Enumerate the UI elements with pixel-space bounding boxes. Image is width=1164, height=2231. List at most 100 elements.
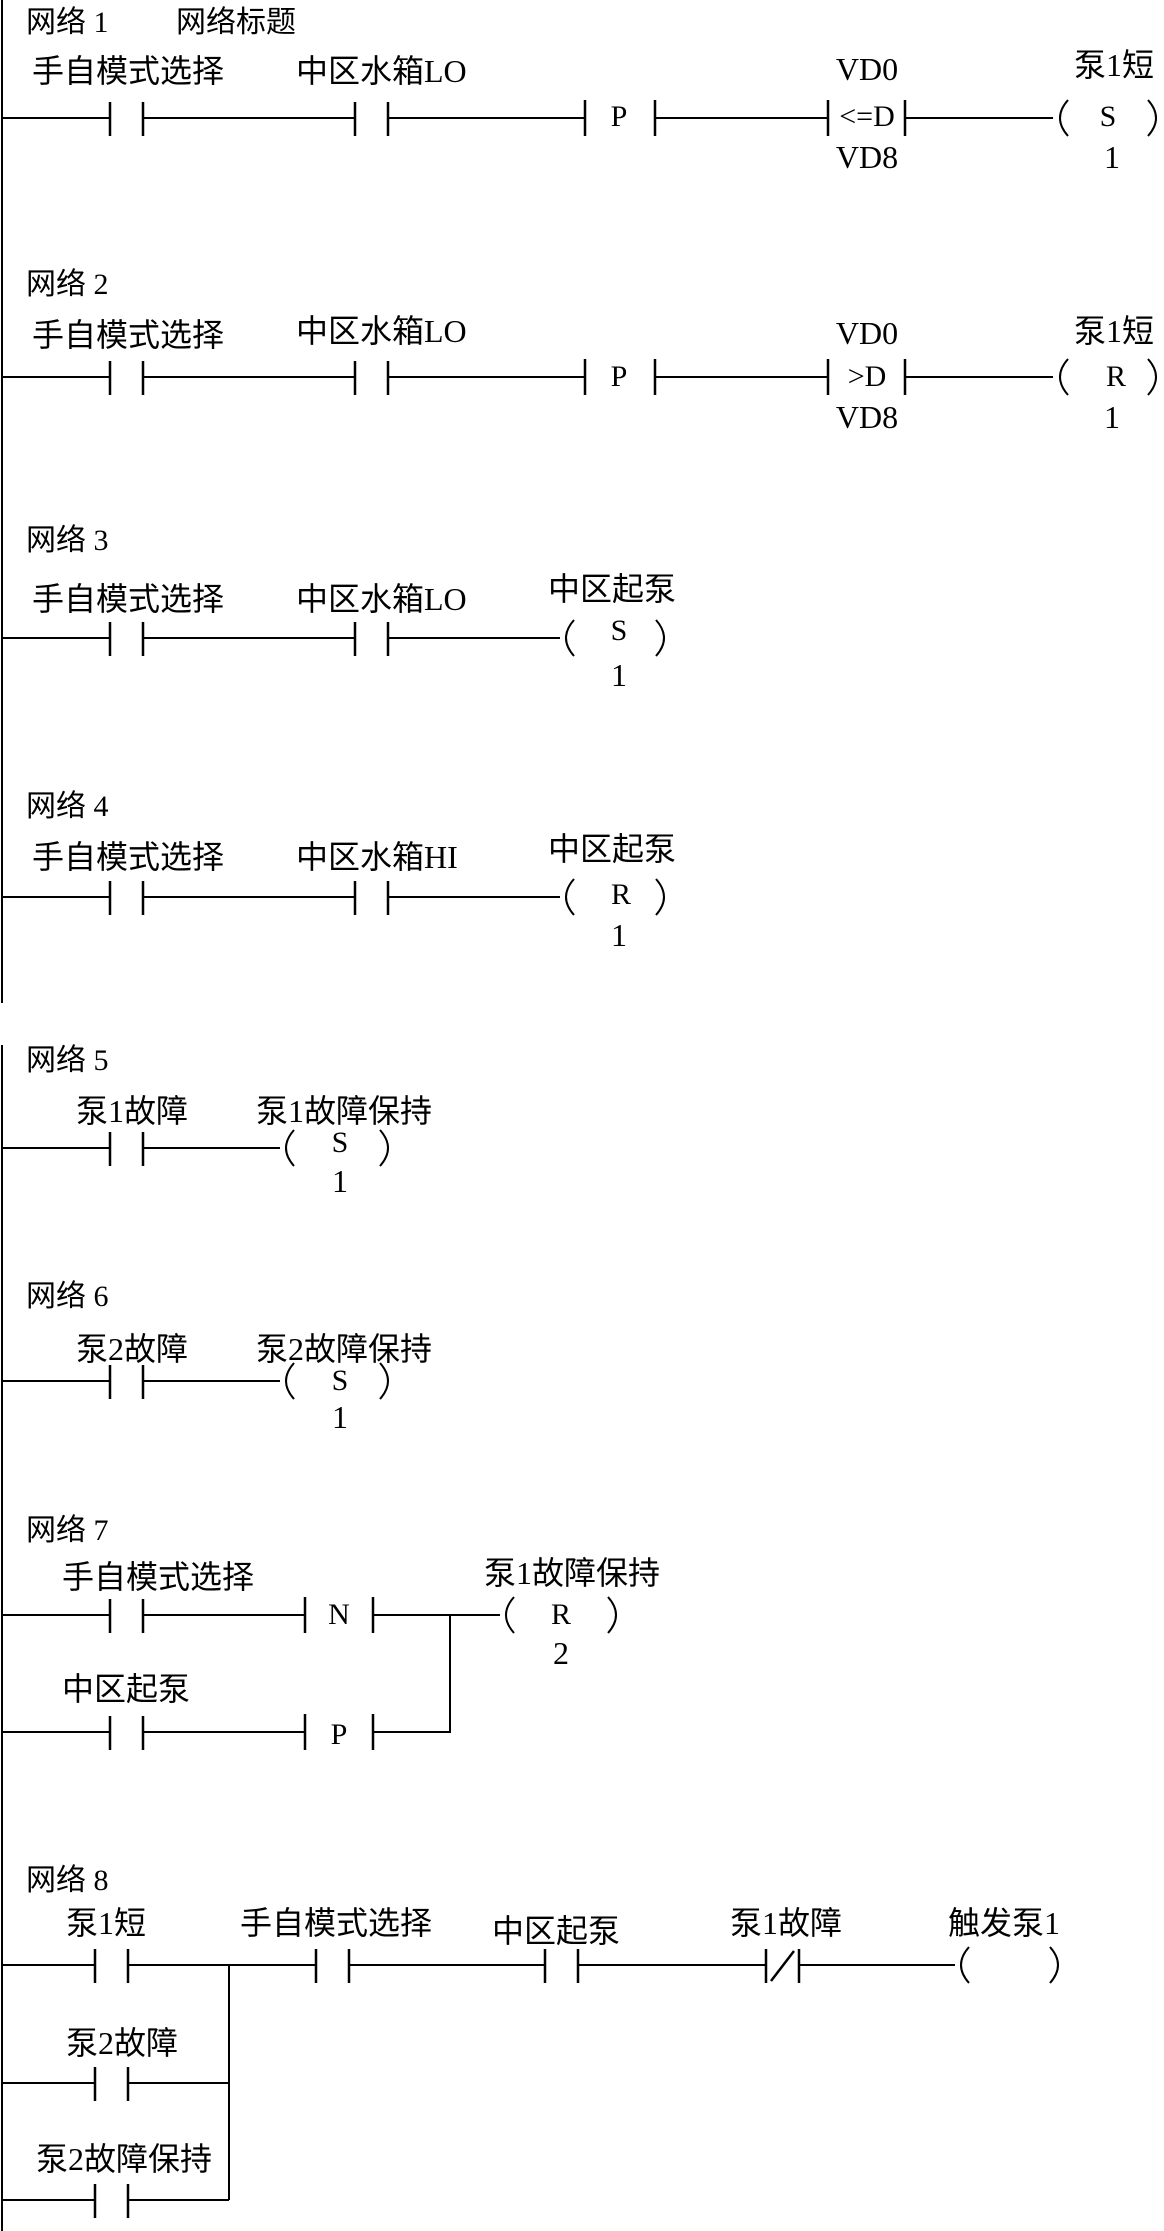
no-contact-icon [353,102,390,136]
contact-label: 手自模式选择 [32,839,224,875]
network-header: 网络 1 [26,6,109,39]
compare-operator: <=D [839,100,895,133]
compare-operand-top: VD0 [836,315,898,351]
no-contact-icon [93,1949,130,1983]
network-header: 网络 3 [26,524,109,557]
coil-type: S [332,1364,349,1397]
network-4: 网络 4 手自模式选择 中区水箱HI 中区起泵 R 1 [2,790,676,953]
coil-left-icon [960,1946,970,1984]
coil-right-icon [1147,358,1157,396]
coil-label: 泵1短 [1074,47,1154,83]
coil-right-icon [1049,1946,1059,1984]
coil-right-icon [655,878,665,916]
network-8: 网络 8 泵1短 手自模式选择 中区起泵 泵1故障 触发泵1 泵2故障 泵2故障… [2,1864,1060,2218]
network-6: 网络 6 泵2故障 泵2故障保持 S 1 [2,1280,432,1435]
p-box-label: P [331,1718,348,1751]
network-header: 网络 7 [26,1514,109,1547]
coil-type: S [611,614,628,647]
network-3: 网络 3 手自模式选择 中区水箱LO 中区起泵 S 1 [2,524,676,693]
network-header: 网络 6 [26,1280,109,1313]
coil-label: 泵1故障保持 [256,1093,432,1129]
coil-count: 1 [611,917,627,953]
compare-operand-bottom: VD8 [836,399,898,435]
coil-type: R [611,878,631,911]
no-contact-icon [108,881,145,915]
coil-type: R [1106,360,1126,393]
coil-count: 1 [611,657,627,693]
coil-left-icon [565,878,575,916]
contact-label: 中区水箱HI [296,839,458,875]
no-contact-icon [108,361,145,395]
network-header: 网络 5 [26,1044,109,1077]
contact-label: 中区水箱LO [296,581,467,617]
coil-label: 触发泵1 [948,1905,1060,1941]
network-header: 网络 4 [26,790,109,823]
contact-label: 泵2故障 [76,1331,188,1367]
network-header: 网络 8 [26,1864,109,1897]
branch-wire [2,1615,451,1733]
coil-left-icon [1059,99,1069,137]
contact-label: 手自模式选择 [240,1905,432,1941]
coil-right-icon [1147,99,1157,137]
compare-box-icon [826,100,907,136]
network-title: 网络标题 [176,6,296,39]
n-box-icon [303,1597,375,1633]
coil-left-icon [1059,358,1069,396]
no-contact-icon [108,1132,145,1166]
coil-label: 泵1故障保持 [484,1555,660,1591]
coil-label: 泵1短 [1074,313,1154,349]
contact-label: 中区起泵 [492,1913,620,1949]
coil-left-icon [565,619,575,657]
contact-label: 手自模式选择 [32,581,224,617]
contact-label: 泵1故障 [730,1905,842,1941]
p-box-icon [583,100,657,136]
coil-right-icon [379,1362,389,1400]
coil-count: 1 [1104,139,1120,175]
contact-label: 泵2故障保持 [36,2141,212,2177]
contact-label: 手自模式选择 [32,53,224,89]
coil-type: S [1100,100,1117,133]
contact-label: 中区起泵 [62,1671,190,1707]
n-box-label: N [328,1598,350,1631]
compare-box-icon [826,359,907,395]
compare-operand-bottom: VD8 [836,139,898,175]
contact-label: 手自模式选择 [32,317,224,353]
coil-left-icon [285,1129,295,1167]
coil-label: 中区起泵 [548,831,676,867]
p-box-label: P [611,360,628,393]
network-header: 网络 2 [26,268,109,301]
contact-label: 中区水箱LO [296,313,467,349]
compare-operator: >D [848,360,887,393]
contact-label: 泵1故障 [76,1093,188,1129]
coil-right-icon [379,1129,389,1167]
no-contact-icon [353,622,390,656]
coil-type: R [551,1598,571,1631]
contact-label: 手自模式选择 [62,1559,254,1595]
coil-count: 1 [332,1399,348,1435]
coil-left-icon [505,1596,515,1634]
network-7: 网络 7 手自模式选择 N 泵1故障保持 R 2 中区起泵 P [2,1514,660,1751]
coil-label: 中区起泵 [548,571,676,607]
compare-operand-top: VD0 [836,51,898,87]
no-contact-icon [353,361,390,395]
network-2: 网络 2 手自模式选择 中区水箱LO P VD0 >D VD8 泵1短 R 1 [2,268,1157,435]
contact-label: 泵1短 [66,1905,146,1941]
no-contact-icon [543,1949,580,1983]
coil-count: 2 [553,1635,569,1671]
no-contact-icon [108,1365,145,1399]
p-box-icon [583,359,657,395]
no-contact-icon [108,622,145,656]
no-contact-icon [108,102,145,136]
p-box-icon [303,1714,375,1750]
coil-type: S [332,1126,349,1159]
no-contact-icon [353,881,390,915]
network-5: 网络 5 泵1故障 泵1故障保持 S 1 [2,1044,432,1199]
coil-right-icon [655,619,665,657]
network-1: 网络 1 网络标题 手自模式选择 中区水箱LO P VD0 <=D VD8 泵1… [2,6,1157,175]
contact-label: 中区水箱LO [296,53,467,89]
nc-contact-icon [764,1949,801,1983]
no-contact-icon [108,1716,145,1750]
no-contact-icon [314,1949,351,1983]
contact-label: 泵2故障 [66,2025,178,2061]
